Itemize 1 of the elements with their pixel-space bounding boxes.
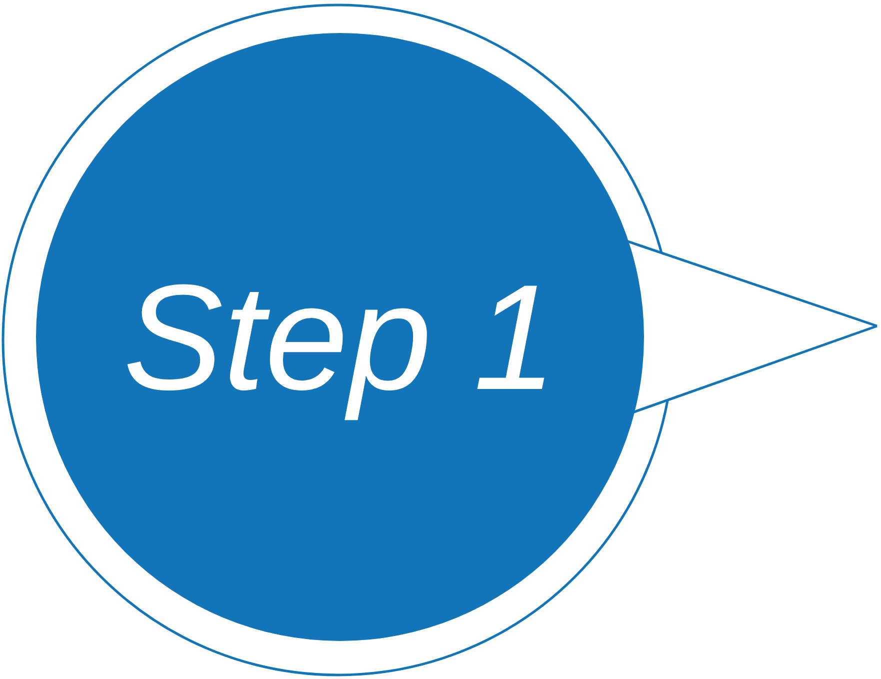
step-label: Step 1 [123, 252, 557, 422]
